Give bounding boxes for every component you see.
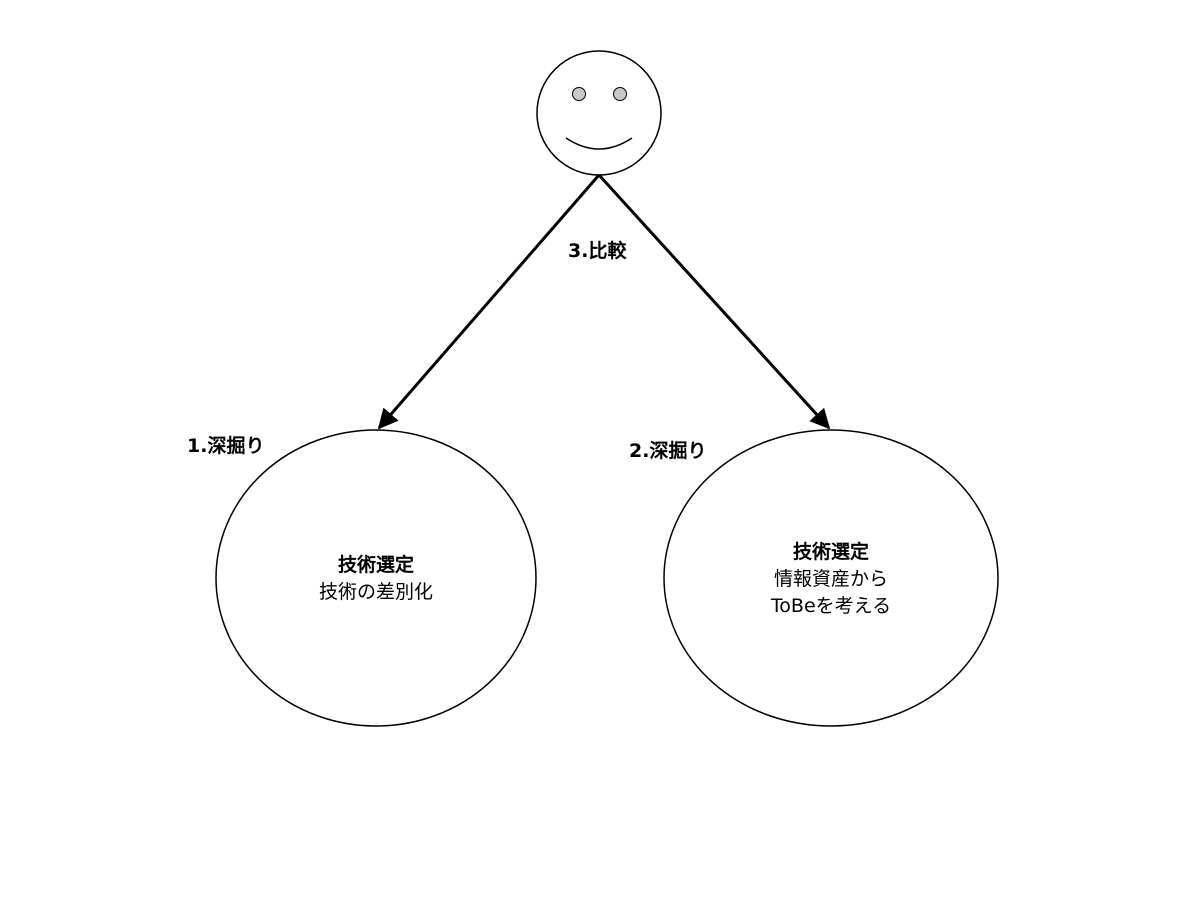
arrow-to-right-node [597,173,831,430]
left-node: 技術選定 技術の差別化 [215,429,537,727]
label-dig-left: 1.深掘り [187,434,264,457]
right-node-ellipse [663,429,999,727]
face-outline [536,50,662,176]
right-node-line-2: ToBeを考える [770,595,891,617]
right-node-line-1: 情報資産から [774,568,888,590]
label-dig-right: 2.深掘り [629,439,706,462]
left-node-ellipse [215,429,537,727]
arrow-to-left-node [377,174,601,430]
left-node-line-1: 技術の差別化 [319,581,433,603]
right-node: 技術選定 情報資産から ToBeを考える [663,429,999,727]
right-eye [613,87,627,101]
smiley-face-icon [536,50,662,176]
label-compare: 3.比較 [568,239,627,262]
smile [565,137,633,150]
left-node-title: 技術選定 [338,553,414,576]
right-node-title: 技術選定 [793,540,869,563]
left-eye [572,87,586,101]
